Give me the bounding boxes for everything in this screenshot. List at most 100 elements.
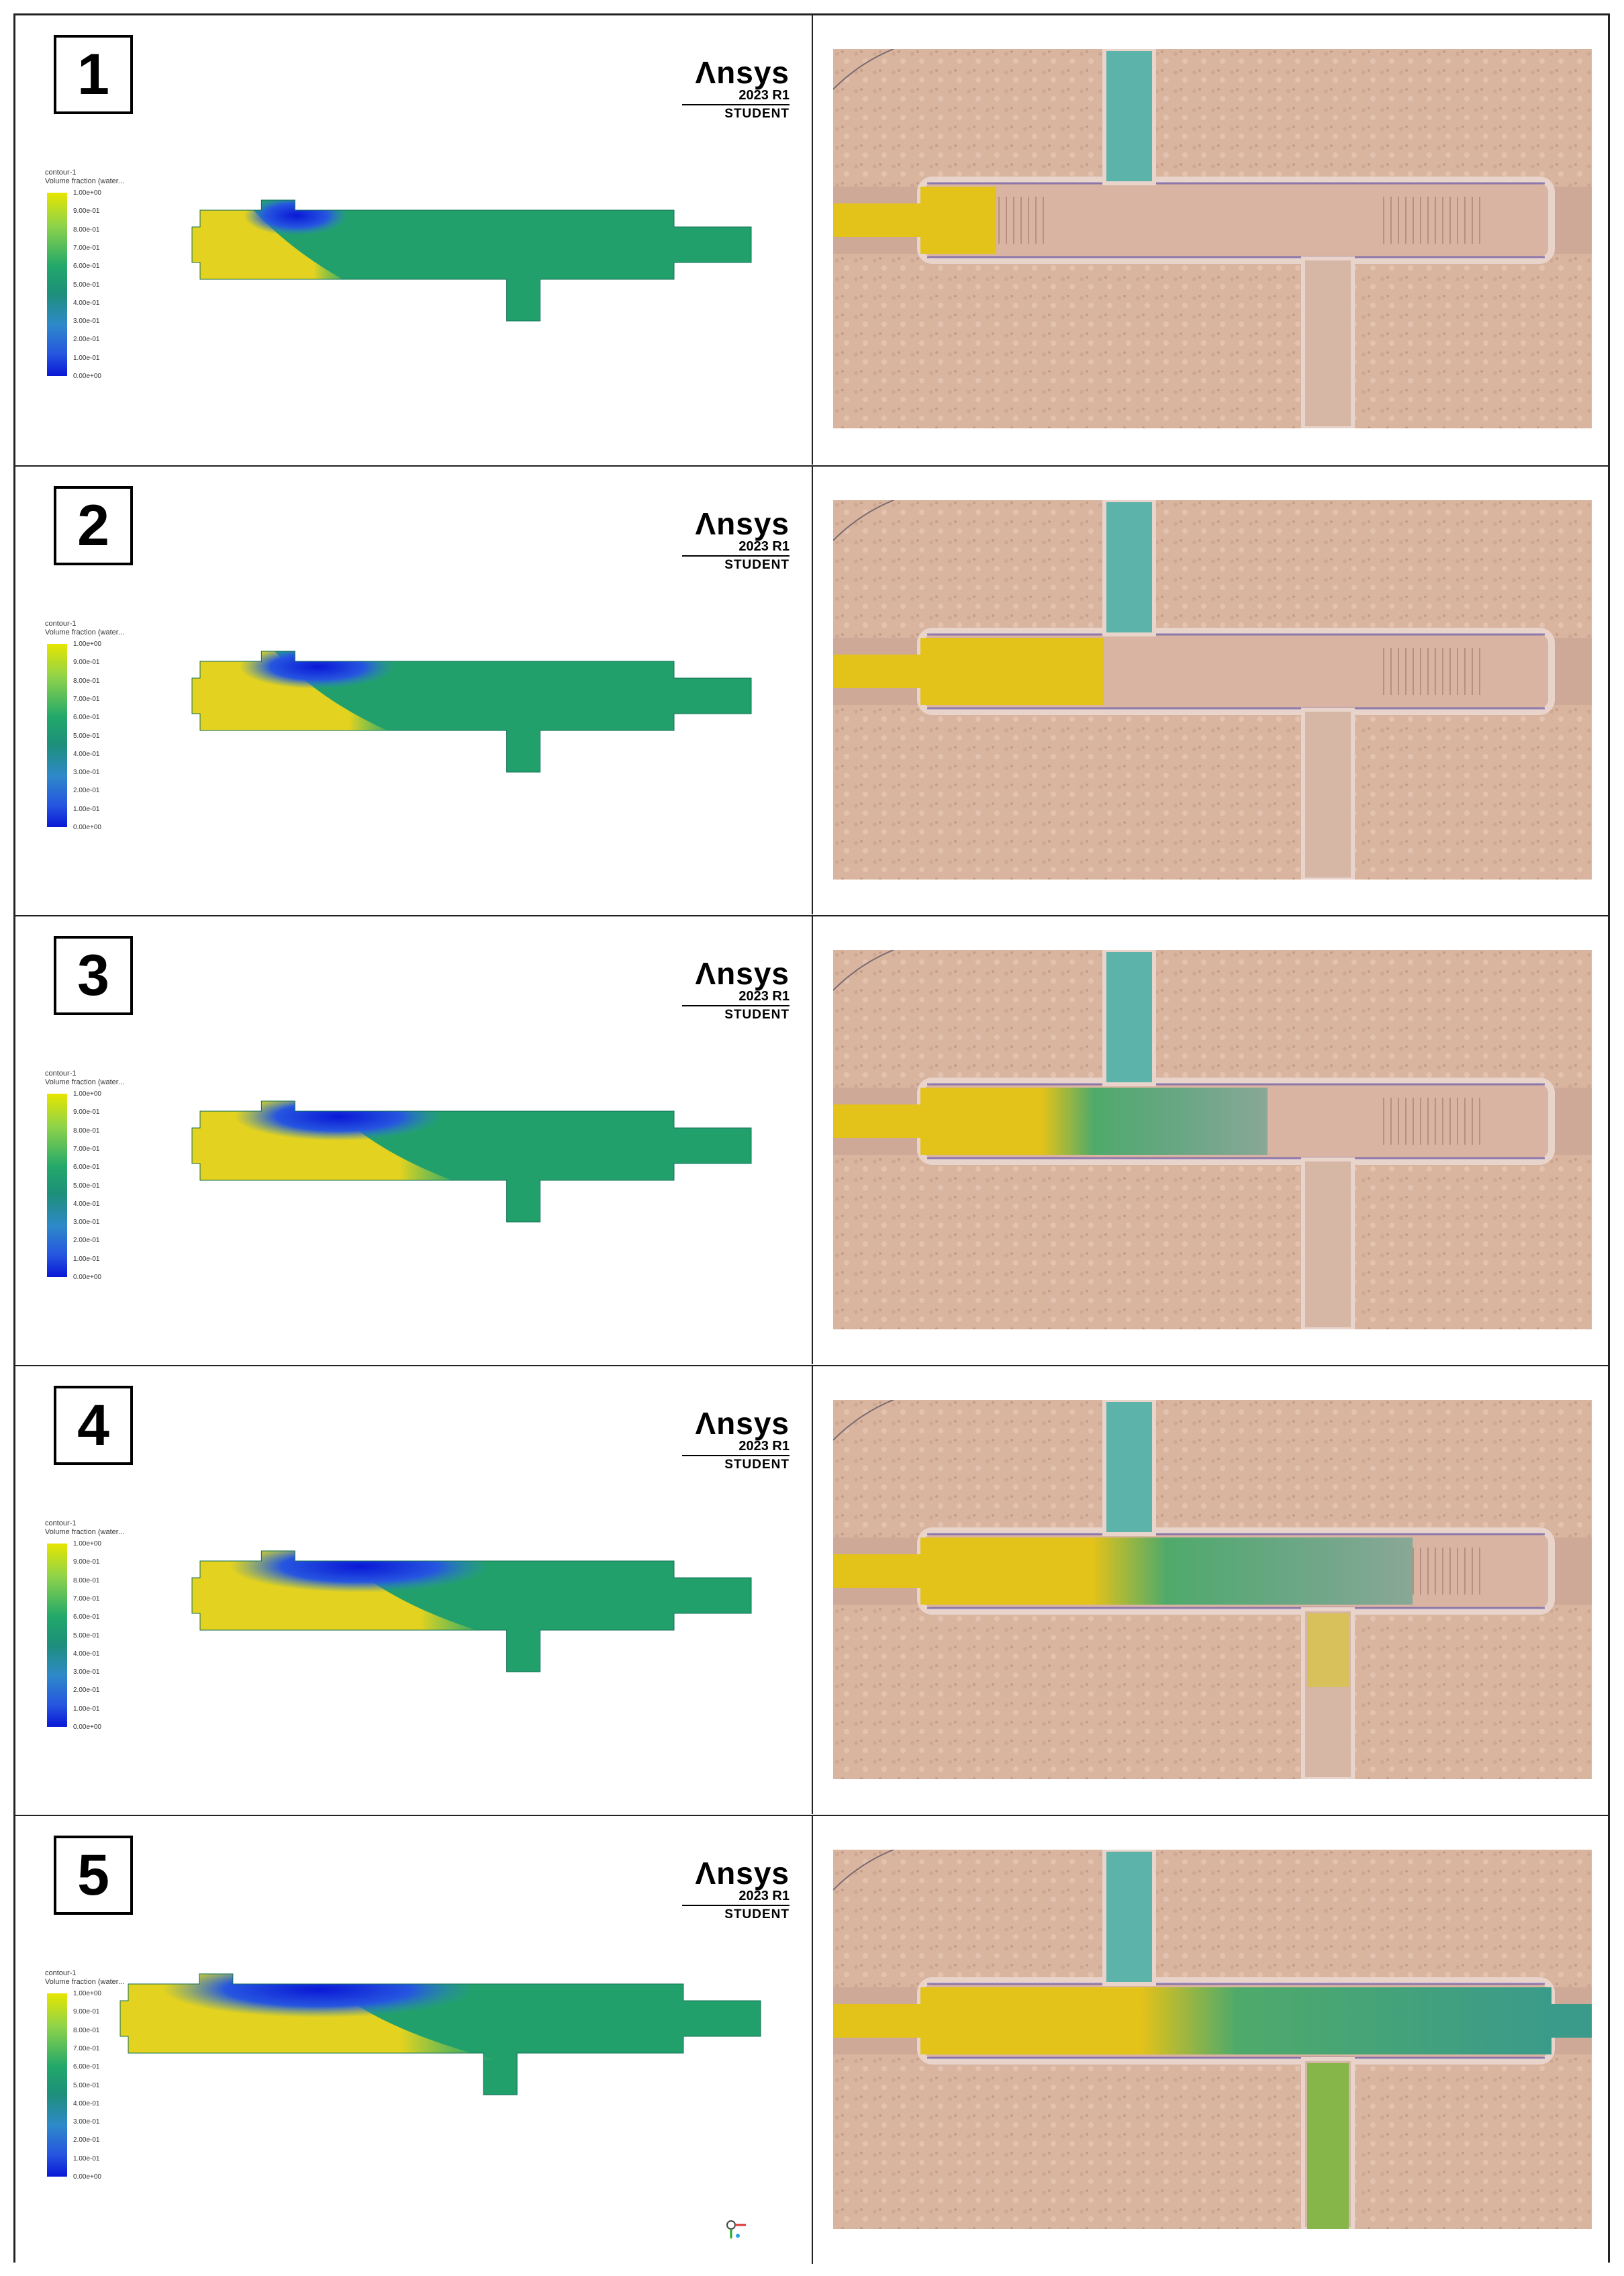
frame-row-4: 4 Λnsys 2023 R1 STUDENT contour-1 Volume… [15,1365,1608,1814]
colorbar-tick-label: 5.00e-01 [73,281,100,289]
legend-subtitle: Volume fraction (water... [45,177,124,185]
colorbar-tick-label: 1.00e-01 [73,2154,100,2163]
colorbar-legend: contour-1 Volume fraction (water... 1.00… [45,1969,199,2191]
logo-brand: Λnsys [695,956,790,991]
colorbar-tick-label: 1.00e-01 [73,354,100,362]
microchannel-photo [833,950,1592,1329]
volume-fraction-contour [120,1973,761,2095]
logo-rule [682,1905,790,1906]
ansys-logo: Λnsys 2023 R1 STUDENT [682,508,790,572]
logo-rule [682,555,790,557]
colorbar-tick-label: 1.00e+00 [73,189,101,197]
legend-title: contour-1 [45,169,77,177]
colorbar-tick-label: 9.00e-01 [73,659,100,667]
frame-number-text: 1 [77,42,109,107]
colorbar-tick-label: 1.00e+00 [73,1090,101,1098]
logo-version: 2023 R1 [738,539,790,554]
logo-edition: STUDENT [724,1907,790,1922]
colorbar-tick-label: 4.00e-01 [73,2099,100,2107]
logo-brand: Λnsys [695,55,790,90]
simulation-cell: 1 Λnsys 2023 R1 STUDENT contour-1 Volume… [15,15,813,465]
colorbar-tick-label: 2.00e-01 [73,336,100,344]
frame-number: 2 [54,486,133,565]
experiment-cell [813,1816,1608,2264]
frame-number: 3 [54,936,133,1015]
colorbar-tick-label: 8.00e-01 [73,1127,100,1135]
colorbar-tick-label: 1.00e+00 [73,1990,101,1997]
colorbar-tick-label: 4.00e-01 [73,299,100,307]
comparison-table: 1 Λnsys 2023 R1 STUDENT contour-1 Volume… [13,13,1610,2264]
frame-number-text: 5 [77,1842,109,1907]
colorbar-tick-label: 5.00e-01 [73,1631,100,1640]
legend-subtitle: Volume fraction (water... [45,628,124,636]
microchannel-photo [833,1850,1592,2229]
frame-row-2: 2 Λnsys 2023 R1 STUDENT contour-1 Volume… [15,465,1608,914]
logo-brand: Λnsys [695,1406,790,1441]
logo-rule [682,1455,790,1456]
colorbar [47,1544,67,1727]
volume-fraction-contour [191,651,752,773]
colorbar-tick-label: 0.00e+00 [73,2173,101,2181]
colorbar-tick-label: 7.00e-01 [73,695,100,703]
colorbar-tick-label: 9.00e-01 [73,1108,100,1117]
logo-edition: STUDENT [724,1458,790,1472]
colorbar-tick-label: 7.00e-01 [73,1595,100,1603]
frame-row-3: 3 Λnsys 2023 R1 STUDENT contour-1 Volume… [15,915,1608,1364]
colorbar-tick-label: 6.00e-01 [73,1613,100,1621]
logo-rule [682,1005,790,1006]
colorbar-tick-label: 4.00e-01 [73,1200,100,1208]
colorbar-tick-label: 7.00e-01 [73,244,100,252]
colorbar-tick-label: 2.00e-01 [73,1687,100,1695]
colorbar-tick-label: 5.00e-01 [73,2081,100,2089]
colorbar-legend: contour-1 Volume fraction (water... 1.00… [45,620,199,841]
colorbar-tick-label: 3.00e-01 [73,1219,100,1227]
colorbar-tick-label: 6.00e-01 [73,1164,100,1172]
colorbar-tick-label: 0.00e+00 [73,1274,101,1281]
logo-version: 2023 R1 [738,88,790,103]
microchannel-photo [833,49,1592,428]
logo-brand: Λnsys [695,506,790,541]
frame-number-text: 3 [77,943,109,1008]
logo-edition: STUDENT [724,558,790,572]
colorbar-tick-label: 1.00e-01 [73,1705,100,1713]
microchannel-photo [833,500,1592,880]
experiment-cell [813,15,1608,465]
colorbar [47,644,67,827]
colorbar-tick-label: 6.00e-01 [73,263,100,271]
colorbar-tick-label: 8.00e-01 [73,2026,100,2034]
microchannel-photo [833,1400,1592,1779]
colorbar-tick-label: 1.00e+00 [73,641,101,648]
simulation-cell: 2 Λnsys 2023 R1 STUDENT contour-1 Volume… [15,467,813,914]
ansys-logo: Λnsys 2023 R1 STUDENT [682,57,790,121]
colorbar-legend: contour-1 Volume fraction (water... 1.00… [45,169,199,390]
colorbar-tick-label: 5.00e-01 [73,1182,100,1190]
ansys-logo: Λnsys 2023 R1 STUDENT [682,958,790,1022]
ansys-logo: Λnsys 2023 R1 STUDENT [682,1408,790,1472]
colorbar-tick-label: 9.00e-01 [73,207,100,216]
colorbar-tick-label: 1.00e-01 [73,805,100,813]
colorbar-tick-label: 8.00e-01 [73,226,100,234]
colorbar-tick-label: 6.00e-01 [73,2063,100,2071]
frame-number: 4 [54,1386,133,1465]
simulation-cell: 5 Λnsys 2023 R1 STUDENT contour-1 Volume… [15,1816,813,2264]
colorbar-tick-label: 1.00e-01 [73,1255,100,1263]
legend-title: contour-1 [45,620,77,628]
legend-title: contour-1 [45,1070,77,1078]
colorbar-tick-label: 2.00e-01 [73,1237,100,1245]
colorbar-legend: contour-1 Volume fraction (water... 1.00… [45,1519,199,1741]
frame-row-5: 5 Λnsys 2023 R1 STUDENT contour-1 Volume… [15,1815,1608,2264]
simulation-cell: 4 Λnsys 2023 R1 STUDENT contour-1 Volume… [15,1366,813,1814]
logo-edition: STUDENT [724,107,790,121]
experiment-cell [813,916,1608,1364]
axis-triad-icon [723,2216,750,2242]
logo-edition: STUDENT [724,1008,790,1022]
colorbar [47,1094,67,1277]
frame-row-1: 1 Λnsys 2023 R1 STUDENT contour-1 Volume… [15,15,1608,465]
colorbar-tick-label: 4.00e-01 [73,750,100,758]
legend-subtitle: Volume fraction (water... [45,1528,124,1536]
logo-version: 2023 R1 [738,1439,790,1454]
volume-fraction-contour [191,1100,752,1223]
colorbar-tick-label: 2.00e-01 [73,2136,100,2144]
frame-number: 1 [54,35,133,114]
ansys-logo: Λnsys 2023 R1 STUDENT [682,1858,790,1922]
